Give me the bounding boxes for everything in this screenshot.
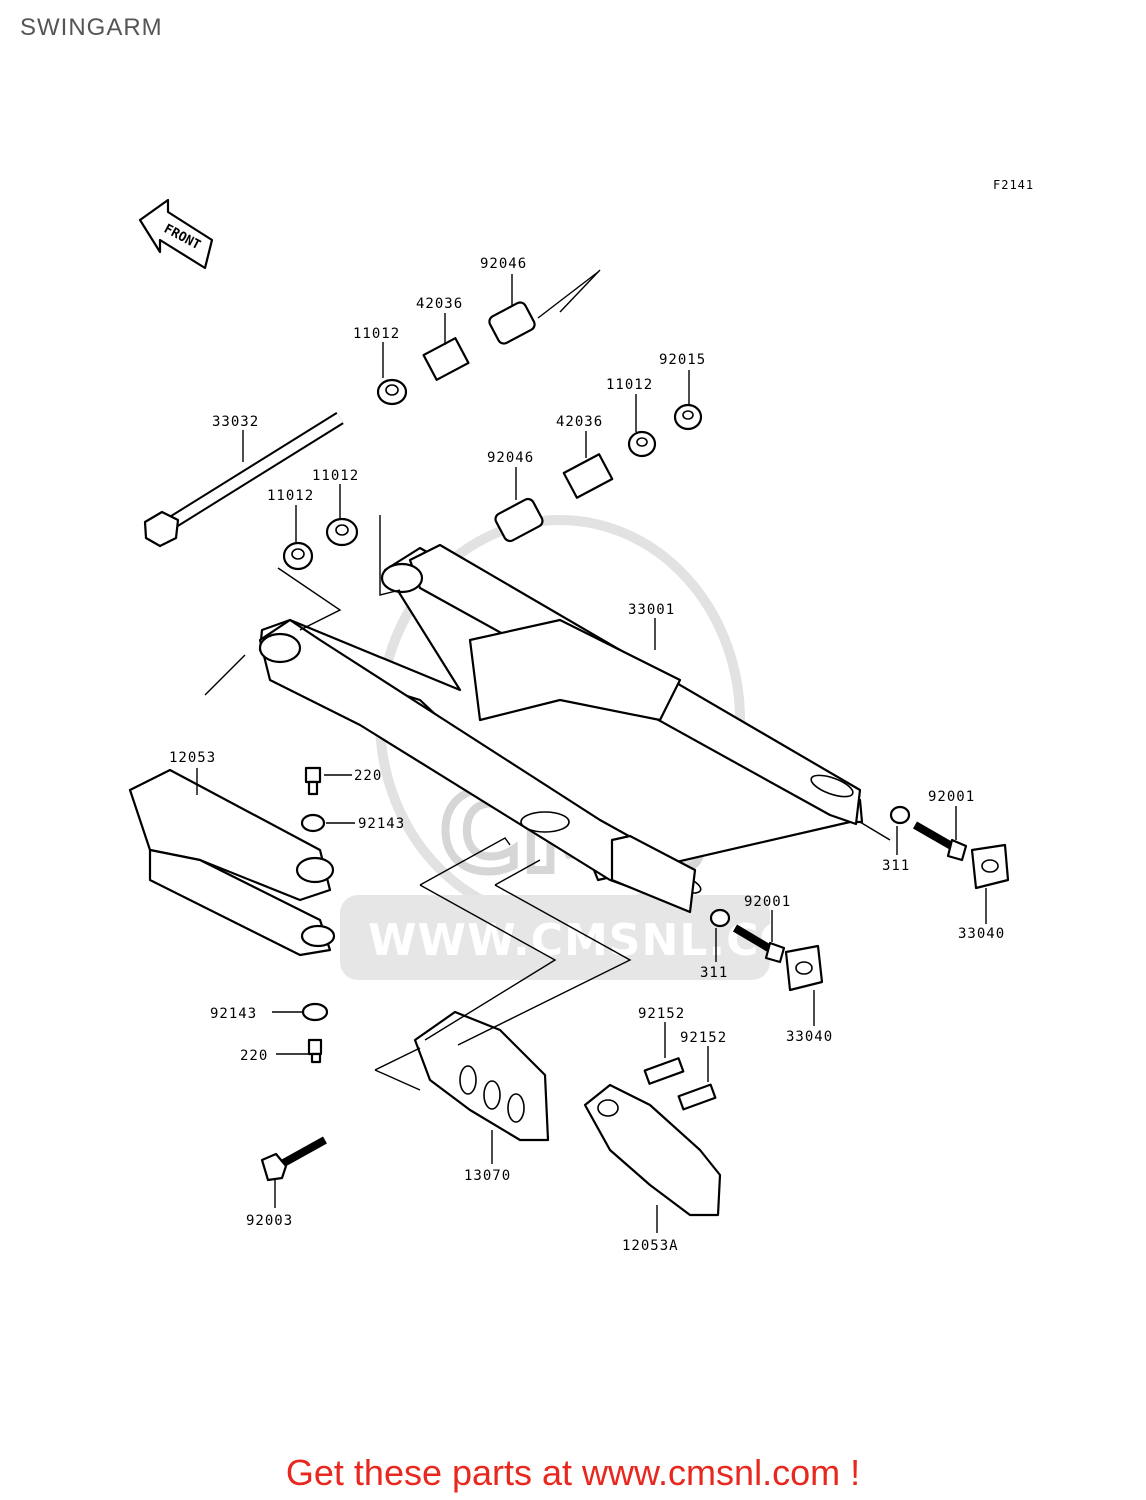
label-33032: 33032 (212, 414, 259, 430)
sleeve-42036-mid (562, 453, 614, 499)
pivot-shaft-33032 (143, 412, 344, 548)
bolt-220-top (304, 766, 322, 796)
bolt-92003 (260, 1136, 327, 1182)
label-311-right: 311 (882, 858, 910, 874)
label-92046-top: 92046 (480, 256, 527, 272)
label-33040-mid: 33040 (786, 1029, 833, 1045)
label-92001-mid: 92001 (744, 894, 791, 910)
label-92143-bot: 92143 (210, 1006, 257, 1022)
bolt-92001-right (913, 821, 968, 862)
chain-guide-12053A (583, 1083, 722, 1217)
nut-311-mid (709, 908, 731, 928)
plate-33040-right (970, 843, 1010, 890)
pin-92152-b (677, 1083, 717, 1111)
label-11012-left2: 11012 (312, 468, 359, 484)
label-11012-mid: 11012 (606, 377, 653, 393)
sleeve-42036-top (422, 337, 470, 381)
plate-33040-mid (784, 944, 824, 992)
label-92001-right: 92001 (928, 789, 975, 805)
bolt-92001-mid (732, 924, 786, 964)
chain-slider-12053 (128, 768, 336, 957)
bolt-220-bot (307, 1038, 323, 1064)
label-42036-mid: 42036 (556, 414, 603, 430)
label-12053A: 12053A (622, 1238, 679, 1254)
part-labels: 92046 42036 11012 92015 11012 42036 3303… (169, 256, 1005, 1254)
label-33001: 33001 (628, 602, 675, 618)
label-311-mid: 311 (700, 965, 728, 981)
washer-92143-top (300, 813, 326, 833)
leader-lines (196, 269, 987, 1233)
label-11012-left1: 11012 (267, 488, 314, 504)
label-92152-b: 92152 (680, 1030, 727, 1046)
label-220-top: 220 (354, 768, 382, 784)
nut-311-right (889, 805, 911, 825)
label-220-bot: 220 (240, 1048, 268, 1064)
label-42036-top: 42036 (416, 296, 463, 312)
label-92003: 92003 (246, 1213, 293, 1229)
bearing-92046-top (488, 301, 536, 345)
promo-link[interactable]: Get these parts at www.cmsnl.com ! (285, 1452, 861, 1493)
label-92152-a: 92152 (638, 1006, 685, 1022)
collar-11012-left1 (282, 541, 314, 571)
label-12053: 12053 (169, 750, 216, 766)
swingarm-33001 (258, 543, 864, 914)
bearing-92046-mid (494, 497, 544, 543)
nut-92015 (673, 403, 703, 431)
label-13070: 13070 (464, 1168, 511, 1184)
pin-92152-a (643, 1057, 685, 1085)
label-33040-right: 33040 (958, 926, 1005, 942)
figure-code: F2141 (993, 178, 1035, 192)
collar-11012-left2 (325, 517, 359, 547)
washer-92143-bot (301, 1002, 329, 1022)
label-11012-top: 11012 (353, 326, 400, 342)
label-92015: 92015 (659, 352, 706, 368)
chain-guide-13070 (413, 1010, 550, 1142)
page-title: SWINGARM (20, 14, 163, 41)
collar-11012-mid (627, 430, 657, 458)
collar-11012-top (376, 378, 408, 406)
label-92046-mid: 92046 (487, 450, 534, 466)
front-arrow-icon: FRONT (138, 198, 214, 270)
label-92143-top: 92143 (358, 816, 405, 832)
watermark-banner (340, 895, 770, 980)
